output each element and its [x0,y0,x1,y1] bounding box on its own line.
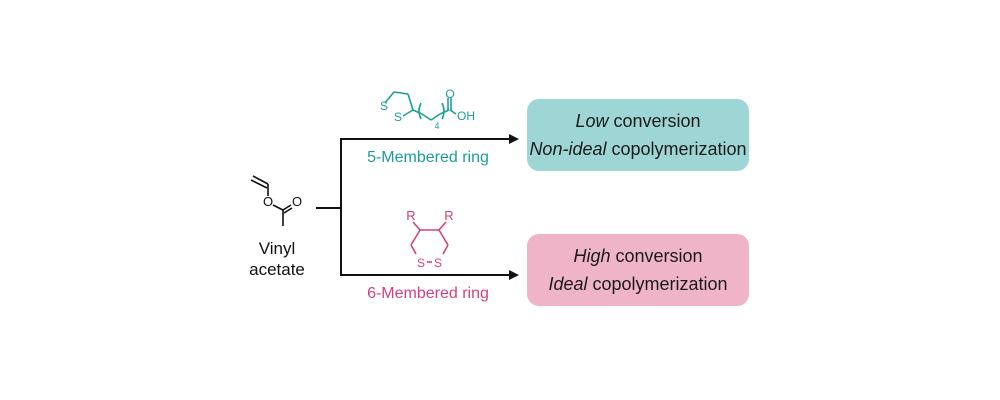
result-line-2: Ideal copolymerization [548,270,727,298]
result-line-2: Non-ideal copolymerization [529,135,746,163]
hydroxyl-bond [449,109,457,115]
r-group-1: R [406,208,415,223]
result-emphasis: High [573,246,611,266]
result-emphasis: Low [575,111,609,131]
r-substituent-bond [412,221,421,231]
chain-bond [412,109,423,115]
result-emphasis: Ideal [548,274,588,294]
carbonyl-double-bond-a [282,204,292,211]
five-membered-ring-result-box: Low conversion Non-ideal copolymerizatio… [527,99,749,171]
chain-bond [430,113,441,121]
sulfur-atom-2: S [394,110,402,124]
ring-bond [384,91,395,104]
six-membered-ring-result-box: High conversion Ideal copolymerization [527,234,749,306]
chain-bond [421,113,432,121]
result-text: conversion [610,246,703,266]
r-group-2: R [444,208,453,223]
result-text: copolymerization [587,274,728,294]
ring-bond [438,229,449,246]
vinyl-acetate-structure [250,175,293,226]
ring-bond [393,91,409,95]
result-line-1: High conversion [573,242,702,270]
result-emphasis: Non-ideal [529,139,607,159]
oxygen-to-carbonyl-bond [272,204,284,211]
ring-bond [442,244,449,255]
repeat-subscript: 4 [434,121,439,131]
sulfur-atom-1: S [417,256,425,270]
result-line-1: Low conversion [575,107,700,135]
ring-bond [410,244,417,255]
carbonyl-oxygen-atom: O [292,194,302,209]
vinyl-double-bond-a [250,179,268,189]
five-membered-ring-label: 5-Membered ring [367,149,489,166]
ring-bond [407,93,414,111]
reactant-name-line2: acetate [249,260,305,279]
reactant-name-line1: Vinyl [259,239,296,258]
vinyl-double-bond-b [252,175,269,185]
r-substituent-bond [438,221,447,231]
repeat-bracket-right [441,102,445,120]
repeat-bracket-left [418,102,422,120]
ring-bond [402,109,414,117]
ester-oxygen-atom: O [263,194,273,209]
dithiane-structure [410,221,449,263]
six-membered-ring-label: 6-Membered ring [367,285,489,302]
sulfur-atom-2: S [434,256,442,270]
hydroxyl-group: OH [457,109,475,123]
lipoic-acid-structure [384,91,457,121]
carbonyl-double-bond-b [283,207,293,214]
result-text: copolymerization [606,139,747,159]
sulfur-atom-1: S [380,99,388,113]
ring-bond [410,229,421,246]
carbonyl-oxygen-atom: O [445,87,454,101]
chain-bond [439,109,450,115]
result-text: conversion [608,111,701,131]
